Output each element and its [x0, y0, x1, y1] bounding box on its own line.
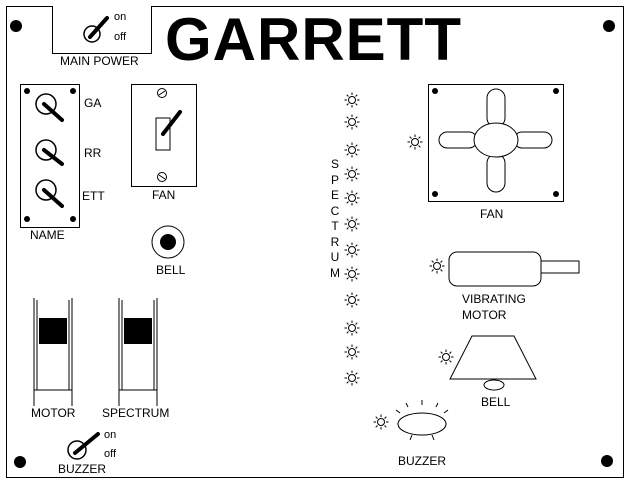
bell-device-label: BELL [481, 395, 511, 409]
screw-icon [70, 88, 76, 94]
fan-blades-icon [438, 88, 553, 193]
control-panel [6, 6, 624, 478]
main-power-toggle-switch[interactable] [80, 10, 120, 50]
screw-icon [24, 88, 30, 94]
main-power-panel [52, 6, 152, 54]
indicator-light-icon [373, 414, 389, 430]
screw-icon [14, 456, 26, 468]
name-switch-ga[interactable] [32, 90, 72, 126]
main-power-off-label: off [114, 31, 127, 43]
vibrating-motor-label-2: MOTOR [462, 308, 507, 322]
spectrum-light-icon [344, 216, 360, 232]
spectrum-light-icon [344, 266, 360, 282]
buzzer-switch-label: BUZZER [58, 462, 106, 476]
motor-slide-switch[interactable] [33, 298, 73, 408]
indicator-light-icon [429, 258, 445, 274]
screw-icon [603, 20, 615, 32]
screw-icon [70, 216, 76, 222]
screw-icon [553, 191, 559, 197]
bell-device-icon [449, 335, 537, 391]
spectrum-light-icon [344, 92, 360, 108]
name-switch-rr[interactable] [32, 136, 72, 172]
indicator-light-icon [407, 134, 423, 150]
bell-button-label: BELL [156, 263, 186, 277]
vibrating-motor-label-1: VIBRATING [462, 292, 526, 306]
screw-icon [553, 88, 559, 94]
name-switch-label-ga: GA [84, 96, 102, 110]
spectrum-switch-label: SPECTRUM [102, 406, 170, 420]
name-switch-label-rr: RR [84, 146, 102, 160]
screw-icon [157, 172, 167, 182]
screw-icon [10, 20, 22, 32]
spectrum-light-icon [344, 166, 360, 182]
buzzer-off-label: off [104, 448, 117, 460]
name-switch-label-ett: ETT [82, 189, 105, 203]
spectrum-light-icon [344, 114, 360, 130]
name-switch-ett[interactable] [32, 176, 72, 212]
buzzer-toggle-switch[interactable] [64, 428, 108, 468]
indicator-light-icon [438, 349, 454, 365]
screw-icon [157, 88, 167, 98]
screw-icon [601, 455, 613, 467]
buzzer-on-label: on [104, 429, 117, 441]
fan-switch-label: FAN [152, 188, 176, 202]
screw-icon [432, 191, 438, 197]
spectrum-light-icon [344, 320, 360, 336]
main-power-on-label: on [114, 11, 127, 23]
spectrum-light-icon [344, 190, 360, 206]
screw-icon [432, 88, 438, 94]
buzzer-device-icon [395, 400, 449, 441]
bell-push-button[interactable] [149, 224, 187, 262]
spectrum-light-icon [344, 344, 360, 360]
fan-toggle-switch[interactable] [150, 108, 190, 158]
vibrating-motor-icon [448, 251, 580, 287]
spectrum-vertical-label: S P E C T R U M [330, 157, 340, 280]
name-panel-label: NAME [30, 228, 65, 242]
spectrum-light-icon [344, 370, 360, 386]
motor-switch-label: MOTOR [31, 406, 76, 420]
spectrum-light-icon [344, 142, 360, 158]
spectrum-light-icon [344, 242, 360, 258]
buzzer-device-label: BUZZER [398, 454, 446, 468]
main-power-label: MAIN POWER [60, 54, 139, 68]
spectrum-slide-switch[interactable] [118, 298, 158, 408]
screw-icon [24, 216, 30, 222]
fan-device-label: FAN [480, 207, 504, 221]
page-title: GARRETT [165, 6, 462, 73]
spectrum-light-icon [344, 292, 360, 308]
